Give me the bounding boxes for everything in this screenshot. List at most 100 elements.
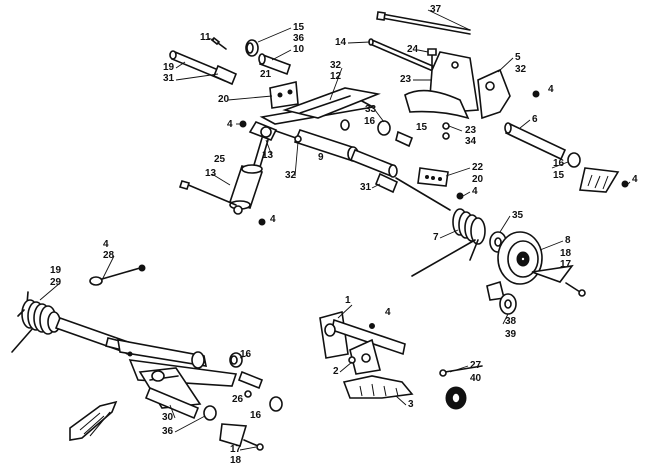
callout-39: 39 xyxy=(505,329,517,340)
bushing-36-lower xyxy=(203,405,217,421)
callout-4: 4 xyxy=(385,307,391,318)
rod-to-spring xyxy=(395,177,451,211)
callout-19: 19 xyxy=(50,265,62,276)
callout-1: 1 xyxy=(345,295,351,306)
nut-4-lower-left xyxy=(138,264,146,272)
callout-6: 6 xyxy=(532,114,538,125)
bolt-37 xyxy=(376,11,471,35)
bushing-16-lower xyxy=(229,352,243,368)
callout-31: 31 xyxy=(163,73,175,84)
callout-4: 4 xyxy=(548,84,554,95)
callout-9: 9 xyxy=(318,152,324,163)
slide-18 xyxy=(531,264,586,297)
callout-23: 23 xyxy=(465,125,477,136)
lower-arm xyxy=(117,339,238,409)
callout-7: 7 xyxy=(433,232,439,243)
bolt-13-lower xyxy=(178,180,237,206)
callout-19: 19 xyxy=(163,62,175,73)
callout-12: 12 xyxy=(330,71,342,82)
eye-bolt-28 xyxy=(89,267,141,286)
bushing-16-right xyxy=(567,152,581,168)
torsion-spring-lower xyxy=(11,291,61,353)
slide-plate-right xyxy=(579,167,620,193)
bolt-27 xyxy=(439,365,483,377)
callout-4: 4 xyxy=(472,186,478,197)
callout-27: 27 xyxy=(470,360,482,371)
callout-4: 4 xyxy=(227,119,233,130)
callout-32: 32 xyxy=(515,64,527,75)
callout-17: 17 xyxy=(230,444,242,455)
callout-31: 31 xyxy=(360,182,372,193)
skid-plate-lower-left xyxy=(69,400,118,441)
callout-4: 4 xyxy=(103,239,109,250)
callout-23: 23 xyxy=(400,74,412,85)
callout-15: 15 xyxy=(553,170,565,181)
cross-shaft-upper xyxy=(259,87,381,125)
washer-38 xyxy=(486,280,517,315)
callout-15: 15 xyxy=(416,122,428,133)
callout-36: 36 xyxy=(293,33,305,44)
sleeve-30 xyxy=(144,386,200,420)
callout-35: 35 xyxy=(512,210,524,221)
callout-32: 32 xyxy=(285,170,297,181)
callout-16: 16 xyxy=(553,158,565,169)
pivot-bracket-1 xyxy=(319,310,406,375)
bolt-24 xyxy=(427,48,437,71)
callout-4: 4 xyxy=(270,214,276,225)
leader-lines xyxy=(39,9,631,451)
bushing-16-lower-b xyxy=(269,396,283,412)
callout-15: 15 xyxy=(293,22,305,33)
callout-4: 4 xyxy=(632,174,638,185)
callout-34: 34 xyxy=(465,136,477,147)
sleeve-upper xyxy=(212,64,238,86)
callout-3: 3 xyxy=(408,399,414,410)
bolt-2 xyxy=(348,356,356,364)
spacer-10 xyxy=(258,53,292,76)
callout-16: 16 xyxy=(240,349,252,360)
callout-18: 18 xyxy=(560,248,572,259)
callout-20: 20 xyxy=(472,174,484,185)
callout-28: 28 xyxy=(103,250,115,261)
callout-36: 36 xyxy=(162,426,174,437)
callout-18: 18 xyxy=(230,455,242,466)
callout-37: 37 xyxy=(430,4,442,15)
torsion-spring-upper xyxy=(411,208,486,277)
callout-26: 26 xyxy=(232,394,244,405)
tube-9 xyxy=(293,129,398,178)
callout-14: 14 xyxy=(335,37,347,48)
callout-22: 22 xyxy=(472,162,484,173)
sleeve-31-lower xyxy=(374,172,399,194)
skid-plate-3 xyxy=(342,375,414,399)
callout-2: 2 xyxy=(333,366,339,377)
idler-wheel xyxy=(497,231,543,285)
bracket-21 xyxy=(269,81,299,109)
callout-16: 16 xyxy=(364,116,376,127)
callout-24: 24 xyxy=(407,44,419,55)
callout-8: 8 xyxy=(565,235,571,246)
callout-20: 20 xyxy=(218,94,230,105)
bolt-13-upper xyxy=(275,130,302,143)
axle-rod-upper xyxy=(169,50,230,83)
callout-13: 13 xyxy=(262,150,274,161)
callout-17: 17 xyxy=(560,259,572,270)
callout-13: 13 xyxy=(205,168,217,179)
callout-10: 10 xyxy=(293,44,305,55)
bushing-15-upper xyxy=(245,39,259,57)
callout-25: 25 xyxy=(214,154,226,165)
callout-40: 40 xyxy=(470,373,482,384)
callout-11: 11 xyxy=(200,32,211,43)
callout-16: 16 xyxy=(250,410,262,421)
plate-22 xyxy=(417,167,449,187)
callout-5: 5 xyxy=(515,52,521,63)
bracket-5 xyxy=(404,51,511,120)
callout-21: 21 xyxy=(260,69,272,80)
callout-38: 38 xyxy=(505,316,517,327)
callout-32: 32 xyxy=(330,60,342,71)
wheel-40 xyxy=(445,386,467,410)
spacer-26 xyxy=(237,370,264,398)
bushing-16-upper xyxy=(340,119,414,148)
nut-23 xyxy=(442,122,450,140)
shaft-6 xyxy=(504,122,567,161)
